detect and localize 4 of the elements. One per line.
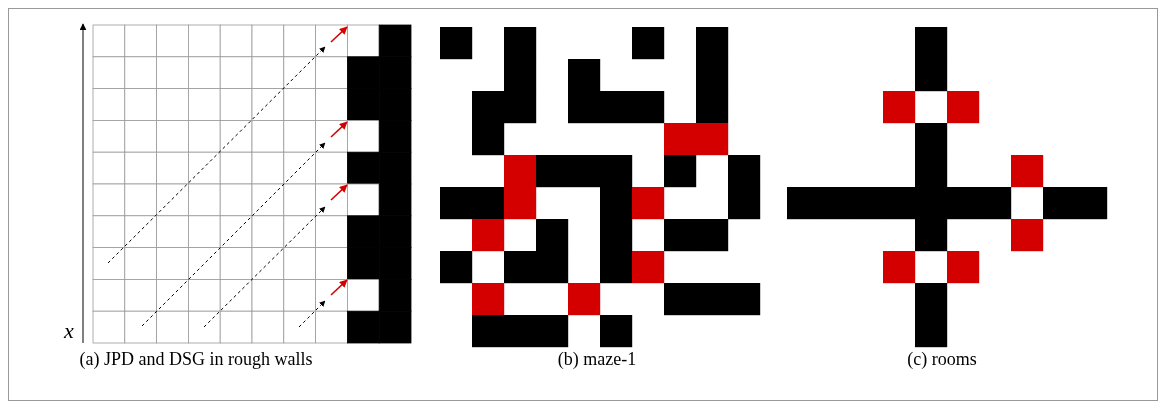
- caption: (c) rooms: [907, 349, 977, 370]
- caption: (a) JPD and DSG in rough walls: [79, 349, 313, 370]
- caption: (b) maze-1: [557, 349, 637, 370]
- axis-label: x: [64, 318, 74, 344]
